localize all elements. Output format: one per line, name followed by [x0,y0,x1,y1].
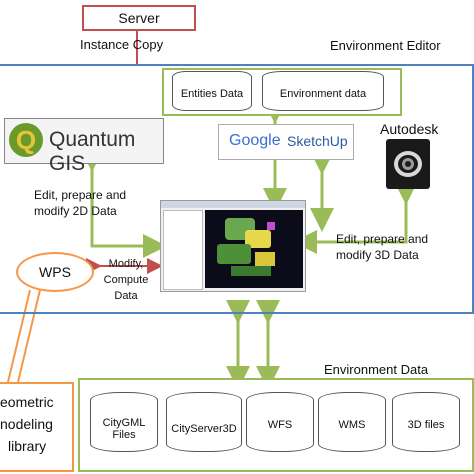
environment-editor-box [0,64,474,314]
geometric-library-box: eometric nodeling library [0,382,74,472]
wps-node: WPS [16,252,94,292]
qgis-label: Quantum GIS [49,128,136,175]
arrow-autodesk-app [293,181,418,254]
edit-2d-line-1: Edit, prepare and [34,188,127,202]
server-box: Server [82,5,196,31]
edit-3d-line-2: modify 3D Data [336,248,419,262]
app-screenshot [160,200,306,292]
geometric-library-line-2: nodeling [0,416,53,432]
edit-3d-line-1: Edit, prepare and [336,232,429,246]
entities-data-label: Entities Data [180,88,244,100]
modify-compute-line-2: Compute [103,274,149,286]
modify-compute-line-3: Data [114,290,138,302]
qgis-icon: Q [9,123,43,157]
citygml-files-cylinder: CityGML Files [90,392,158,452]
arrow-qgis-app [80,148,167,258]
environment-data-cylinder: Environment data [262,71,384,111]
top-datastores-container [162,68,402,116]
sketchup-google-label: Google [229,132,281,149]
citygml-files-label: CityGML Files [102,417,146,441]
modify-compute-line-1: Modify, [108,258,144,270]
environment-data-label: Environment data [279,88,367,100]
environment-editor-title: Environment Editor [330,38,441,53]
entities-data-cylinder: Entities Data [172,71,252,111]
sketchup-logo: Google SketchUp [218,124,354,160]
cityserver3d-label: CityServer3D [171,423,237,435]
cityserver3d-cylinder: CityServer3D [166,392,242,452]
autodesk-icon [386,139,430,189]
3d-files-label: 3D files [407,419,445,431]
wfs-cylinder: WFS [246,392,314,452]
instance-copy-label: Instance Copy [80,37,164,52]
environment-data-title: Environment Data [324,362,429,377]
wfs-label: WFS [267,419,293,431]
qgis-logo: Q Quantum GIS [4,118,164,175]
wms-label: WMS [338,419,366,431]
wms-cylinder: WMS [318,392,386,452]
geometric-library-line-3: library [8,438,47,454]
geometric-library-line-1: eometric [0,394,54,410]
sketchup-label: SketchUp [287,133,348,149]
map-view [205,210,303,288]
3d-files-cylinder: 3D files [392,392,460,452]
edit-2d-line-2: modify 2D Data [34,204,117,218]
server-label: Server [118,10,160,26]
wps-label: WPS [39,264,71,280]
autodesk-label: Autodesk [380,121,439,137]
